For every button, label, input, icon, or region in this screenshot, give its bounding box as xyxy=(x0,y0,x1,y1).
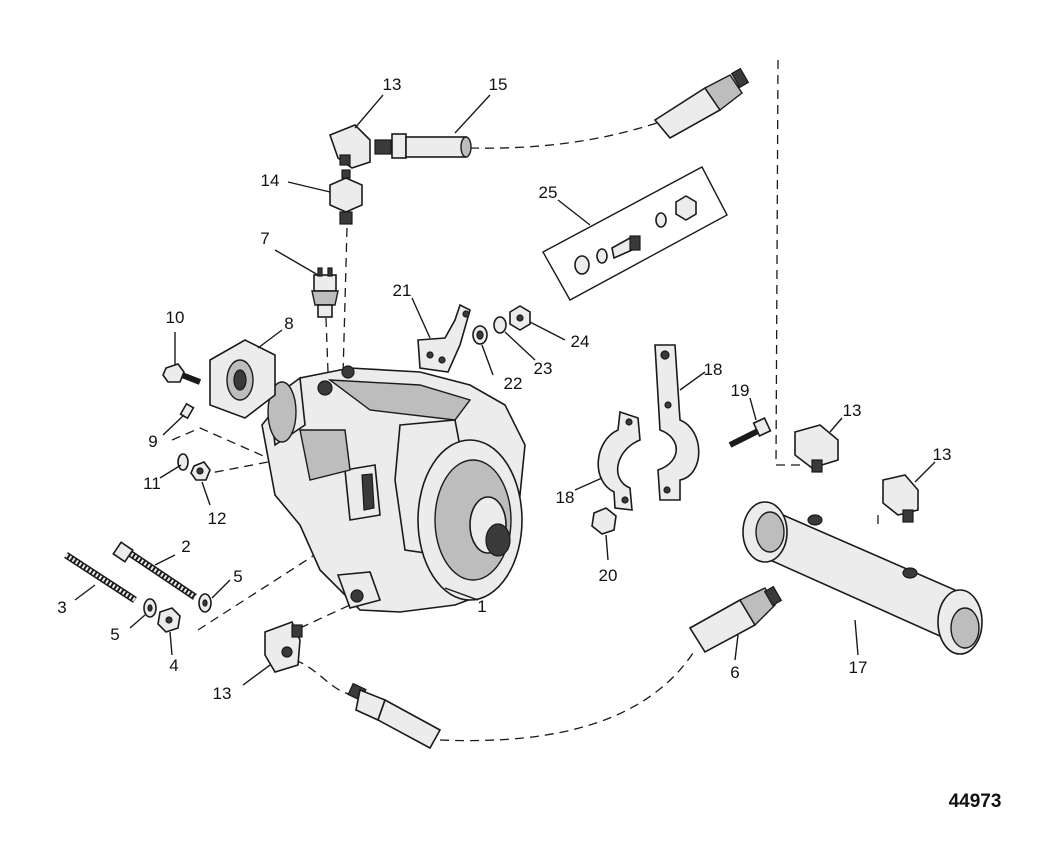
callout-9: 9 xyxy=(148,432,157,451)
adapter-14 xyxy=(329,169,363,225)
callout-13-right: 13 xyxy=(843,401,862,420)
bolt-19 xyxy=(728,417,772,448)
callout-2: 2 xyxy=(181,537,190,556)
callout-5-right: 5 xyxy=(233,567,242,586)
callout-22: 22 xyxy=(504,374,523,393)
callout-14: 14 xyxy=(261,171,280,190)
hardware-kit-25 xyxy=(542,166,728,301)
hose-fitting-lower xyxy=(347,682,442,750)
callout-13-top: 13 xyxy=(383,75,402,94)
callout-15: 15 xyxy=(489,75,508,94)
washer-5-left xyxy=(143,598,157,618)
callout-7: 7 xyxy=(260,229,269,248)
nut-12 xyxy=(190,461,211,481)
flange-8 xyxy=(209,339,276,419)
washer-23 xyxy=(493,316,507,334)
callout-23: 23 xyxy=(534,359,553,378)
callout-3: 3 xyxy=(57,598,66,617)
fitting-13-far-right xyxy=(882,474,919,523)
callout-20: 20 xyxy=(599,566,618,585)
fitting-15 xyxy=(374,133,472,159)
heat-exchanger-16 xyxy=(742,501,983,655)
callout-16: 17 xyxy=(849,658,868,677)
callout-21: 21 xyxy=(393,281,412,300)
callout-1: 1 xyxy=(477,597,486,616)
clamp-18 xyxy=(654,344,700,501)
callout-11: 11 xyxy=(143,474,161,493)
washer-22 xyxy=(472,325,488,345)
nut-4 xyxy=(157,607,181,633)
callout-13-far-right: 13 xyxy=(933,445,952,464)
callout-19: 19 xyxy=(731,381,750,400)
callout-4: 4 xyxy=(169,656,178,675)
nut-20 xyxy=(591,507,617,535)
callout-24: 24 xyxy=(571,332,590,351)
screw-10 xyxy=(162,363,202,385)
sender-7 xyxy=(311,267,339,318)
screw-9 xyxy=(179,402,195,420)
bracket-21 xyxy=(417,303,471,373)
callout-10: 10 xyxy=(166,308,185,327)
callout-25: 25 xyxy=(539,183,558,202)
elbow-fitting-13-top xyxy=(328,124,371,169)
fitting-13-right xyxy=(794,424,839,473)
stud-3 xyxy=(64,552,137,603)
transmission-housing xyxy=(261,365,526,613)
hose-fitting-6 xyxy=(688,585,783,654)
callout-18: 18 xyxy=(704,360,723,379)
fitting-13-lower xyxy=(264,620,303,673)
callout-labels: 13 15 14 7 25 21 10 8 24 23 22 18 19 13 … xyxy=(57,75,1001,812)
callout-12: 12 xyxy=(208,509,227,528)
callout-13-lower: 13 xyxy=(213,684,232,703)
washer-11 xyxy=(177,453,189,471)
hose-fitting-upper xyxy=(653,67,750,140)
callout-6: 6 xyxy=(730,663,739,682)
nut-24 xyxy=(509,305,531,331)
leader-lines xyxy=(74,94,936,686)
washer-5-right xyxy=(198,593,212,613)
bolt-2 xyxy=(112,541,197,600)
clamp-17 xyxy=(597,410,641,511)
drawing-number: 44973 xyxy=(949,791,1002,812)
callout-17: 18 xyxy=(556,488,575,507)
callout-8: 8 xyxy=(284,314,293,333)
hose-routing-lines xyxy=(171,59,879,742)
callout-5-left: 5 xyxy=(110,625,119,644)
